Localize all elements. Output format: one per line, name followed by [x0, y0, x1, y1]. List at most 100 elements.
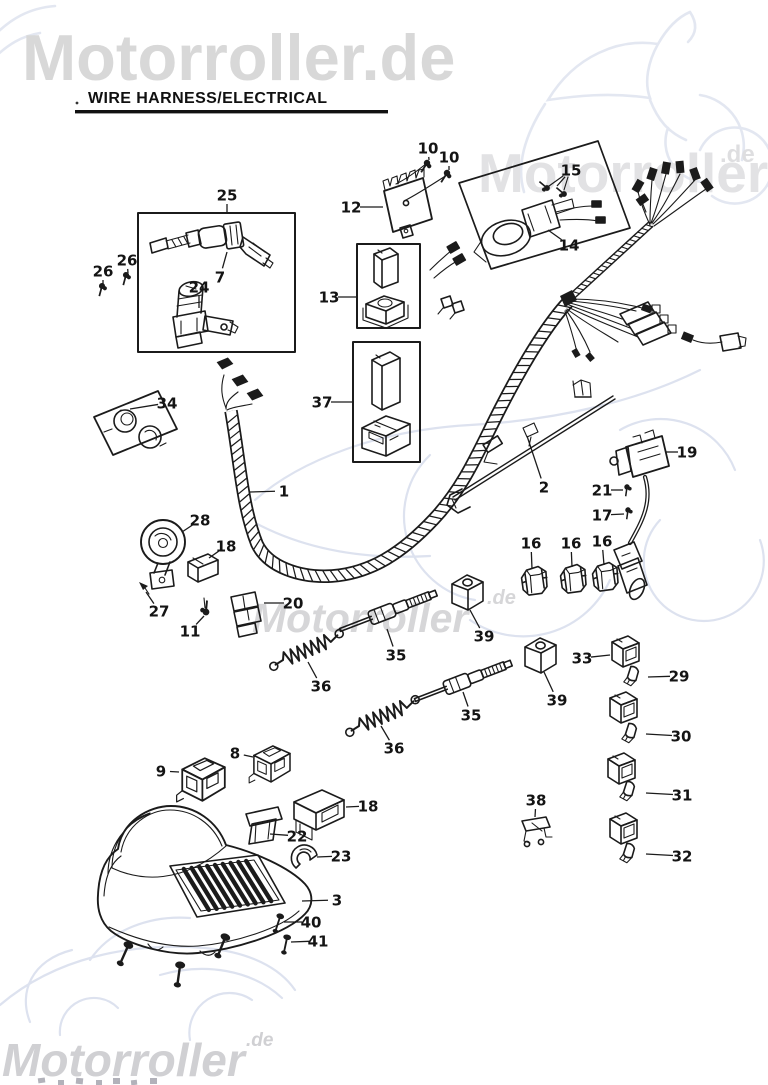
harness-wrap-tick	[538, 330, 552, 333]
part-label-2-14: 2	[539, 479, 549, 497]
part-label-41-45: 41	[308, 933, 329, 951]
harness-wrap-tick	[247, 524, 257, 535]
harness-wrap-tick	[552, 310, 566, 314]
harness-wrap-tick	[543, 323, 556, 327]
leader-line-17	[610, 513, 625, 516]
harness-wrap-tick	[299, 567, 305, 581]
leader-line-36	[380, 725, 390, 741]
harness-wrap-tick	[367, 561, 379, 571]
harness-wrap-tick	[576, 287, 585, 291]
harness-wrap-tick	[337, 569, 347, 581]
harness-wrap-tick	[476, 442, 490, 445]
part-8-switch	[248, 745, 291, 784]
leader-line-15	[556, 176, 566, 187]
part-label-39-31: 39	[547, 692, 568, 710]
harness-branch-connectors	[429, 241, 467, 320]
harness-wrap-tick	[418, 526, 431, 532]
harness-wrap-tick	[637, 231, 645, 235]
harness-wrap-tick	[547, 317, 561, 321]
part-label-19-15: 19	[677, 444, 698, 462]
part-label-15-8: 15	[561, 162, 582, 180]
harness-wrap-tick	[480, 435, 493, 438]
harness-wrap-tick	[394, 546, 407, 553]
harness-wrap-tick	[406, 537, 419, 543]
harness-wrap-tick	[314, 570, 322, 582]
harness-wrap-tick	[572, 290, 581, 295]
part-38-bracket	[521, 816, 553, 848]
harness-wrap-tick	[487, 421, 500, 424]
part-1-top-connectors	[215, 356, 265, 411]
leader-line-18	[208, 550, 220, 559]
watermark-top-right-suffix: .de	[720, 141, 755, 168]
part-23-cap	[290, 844, 318, 869]
leader-line-35	[462, 691, 469, 707]
harness-right-trunk	[565, 221, 654, 303]
harness-wrap-tick	[439, 503, 453, 507]
part-10-bolts	[395, 157, 455, 202]
harness-wrap-tick	[494, 406, 507, 409]
part-1-main-harness	[224, 297, 573, 583]
harness-wrap-tick	[231, 446, 243, 455]
harness-wrap-tick	[249, 531, 259, 542]
harness-wrap-tick	[608, 257, 617, 261]
harness-wrap-tick	[381, 554, 393, 563]
harness-wrap-tick	[624, 242, 633, 247]
part-9-switch	[175, 757, 226, 803]
spring-hook	[344, 727, 355, 738]
harness-wrap-tick	[278, 559, 281, 573]
leader-line-29	[647, 675, 671, 678]
part-label-20-25: 20	[283, 595, 304, 613]
part-25-box	[137, 212, 296, 353]
harness-wrap-tick	[453, 484, 467, 487]
part-17-bolt	[623, 506, 634, 521]
part-label-10-7: 10	[439, 149, 460, 167]
harness-wrap-tick	[400, 541, 413, 548]
leader-line-22	[269, 833, 289, 836]
part-label-8-39: 8	[230, 745, 240, 763]
part-36-springs	[268, 628, 421, 738]
watermark-top-right-text: Motorroller	[478, 142, 768, 204]
title-underline	[75, 110, 388, 114]
harness-wrap-tick	[596, 268, 605, 273]
part-22-boot	[245, 806, 283, 845]
part-label-12-5: 12	[341, 199, 362, 217]
part-19-ignition-coil	[609, 429, 670, 601]
leader-line-36	[307, 661, 318, 679]
leader-line-30	[645, 733, 673, 737]
harness-wrap-tick	[239, 493, 250, 503]
part-label-16-18: 16	[521, 535, 542, 553]
watermark-layer: Motorroller.de Motorroller .de .de Motor…	[0, 4, 768, 1085]
part-11-bolt	[198, 597, 212, 617]
harness-wrap-tick	[534, 337, 547, 340]
part-label-35-30: 35	[461, 707, 482, 725]
part-28-horn	[140, 519, 186, 590]
part-label-28-21: 28	[190, 512, 211, 530]
part-20-connector	[230, 591, 262, 638]
part-label-31-35: 31	[672, 787, 693, 805]
harness-wrap-tick	[600, 264, 609, 269]
part-label-17-17: 17	[592, 507, 613, 525]
part-18-switch-lower	[293, 789, 345, 841]
watermark-bottom-edge-specks	[37, 1077, 157, 1085]
harness-wrap-tick	[374, 558, 386, 567]
harness-wrap-tick	[234, 462, 245, 471]
harness-wrap-tick	[529, 344, 543, 346]
part-15-screws	[535, 175, 569, 201]
scooter-sketch-top-left	[0, 4, 57, 55]
leader-line-33	[590, 654, 611, 658]
harness-wrap-tick	[620, 246, 629, 250]
leader-line-7	[221, 251, 228, 269]
leader-line-3	[301, 899, 329, 902]
harness-lower-connector-fan	[560, 290, 747, 362]
watermark-middle-suffix: .de	[487, 587, 516, 609]
part-label-3-43: 3	[332, 892, 342, 910]
watermark-top-text: Motorroller.de	[22, 21, 455, 94]
harness-wrap-tick	[229, 430, 241, 440]
part-2-rod	[446, 379, 616, 514]
harness-wrap-tick	[604, 261, 613, 265]
harness-wrap-tick	[235, 469, 246, 479]
leader-line-11	[195, 615, 205, 625]
page-title: WIRE HARNESS/ELECTRICAL	[88, 90, 327, 107]
